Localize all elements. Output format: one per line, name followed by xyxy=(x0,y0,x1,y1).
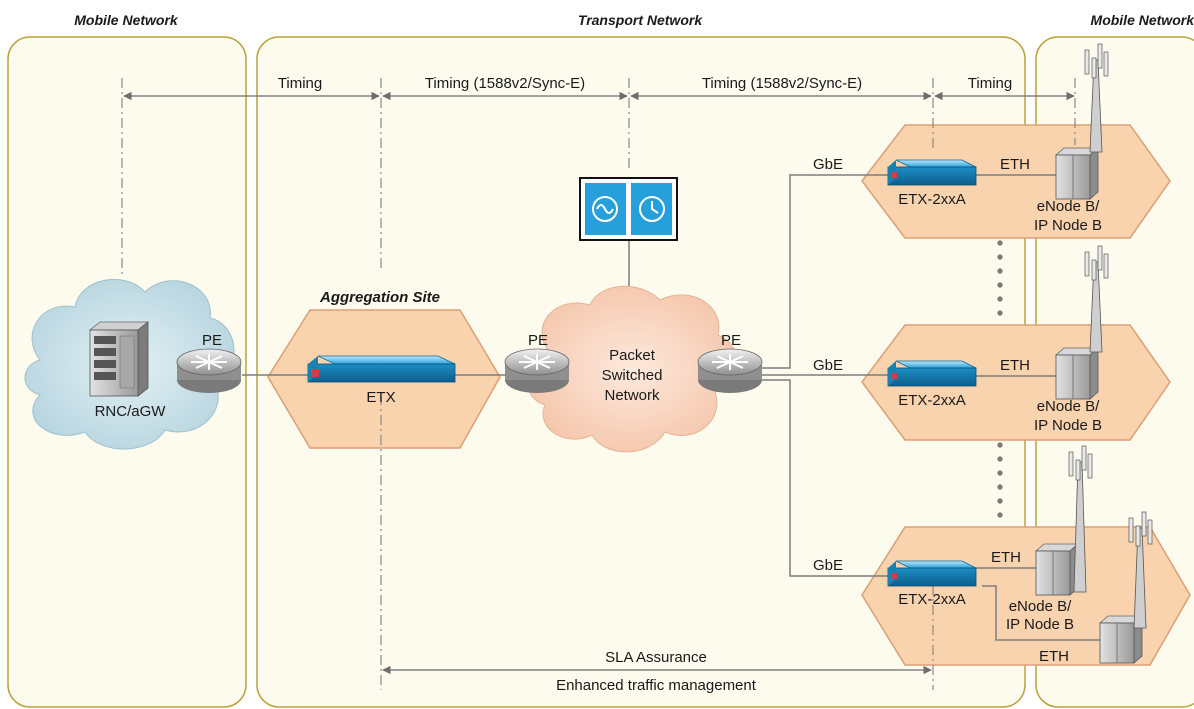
etx-label: ETX xyxy=(366,389,395,406)
etx-2xxa-label-3: ETX-2xxA xyxy=(898,591,966,608)
eth-label-3a: ETH xyxy=(991,549,1021,566)
antenna-tower-3b-icon xyxy=(1128,511,1153,629)
timing-label-1: Timing xyxy=(278,75,322,92)
timing-label-2: Timing (1588v2/Sync-E) xyxy=(425,75,585,92)
pe-right-label: PE xyxy=(721,332,741,349)
etx-2xxa-device-2-icon xyxy=(887,360,977,387)
pe-left-label: PE xyxy=(202,332,222,349)
link-eth-3b xyxy=(982,585,1100,641)
link-gbe-3 xyxy=(762,379,888,577)
antenna-tower-3a-icon xyxy=(1068,445,1093,593)
left-panel-header: Mobile Network xyxy=(74,12,179,28)
traffic-management-label: Enhanced traffic management xyxy=(556,677,757,694)
etx-device-icon xyxy=(307,355,456,383)
pe-mid-label: PE xyxy=(528,332,548,349)
timing-label-4: Timing xyxy=(968,75,1012,92)
ellipsis-dots-2 xyxy=(997,442,1003,518)
timing-source-icon xyxy=(579,177,678,241)
etx-2xxa-device-3-icon xyxy=(887,560,977,587)
eth-label-1: ETH xyxy=(1000,156,1030,173)
router-pe-left-icon xyxy=(176,348,242,393)
psn-label-line2: Switched xyxy=(602,367,663,384)
rnc-label: RNC/aGW xyxy=(95,403,167,420)
enodeb-box-2-icon xyxy=(1054,347,1100,400)
enodeb-label-1-line2: IP Node B xyxy=(1034,217,1102,234)
etx-2xxa-label-2: ETX-2xxA xyxy=(898,392,966,409)
ellipsis-dots-1 xyxy=(997,240,1003,316)
enodeb-label-3-line1: eNode B/ xyxy=(1009,598,1072,615)
enodeb-label-3-line2: IP Node B xyxy=(1006,616,1074,633)
antenna-tower-1-icon xyxy=(1084,43,1109,153)
psn-label-line1: Packet xyxy=(609,347,656,364)
enodeb-box-3a-icon xyxy=(1034,543,1080,596)
router-pe-right-icon xyxy=(697,348,763,393)
enodeb-label-2-line1: eNode B/ xyxy=(1037,398,1100,415)
transport-panel-header: Transport Network xyxy=(578,12,703,28)
sla-assurance-label: SLA Assurance xyxy=(605,649,707,666)
enodeb-label-1-line1: eNode B/ xyxy=(1037,198,1100,215)
eth-label-3b: ETH xyxy=(1039,648,1069,665)
link-gbe-1 xyxy=(762,174,888,369)
psn-cloud xyxy=(526,285,738,453)
etx-2xxa-label-1: ETX-2xxA xyxy=(898,191,966,208)
router-pe-mid-icon xyxy=(504,348,570,393)
eth-label-2: ETH xyxy=(1000,357,1030,374)
gbe-label-1: GbE xyxy=(813,156,843,173)
rnc-server-icon xyxy=(88,321,150,397)
gbe-label-2: GbE xyxy=(813,357,843,374)
enodeb-label-2-line2: IP Node B xyxy=(1034,417,1102,434)
aggregation-site-label: Aggregation Site xyxy=(319,289,440,306)
right-panel-header: Mobile Network xyxy=(1091,12,1194,28)
psn-label-line3: Network xyxy=(604,387,660,404)
enodeb-box-1-icon xyxy=(1054,147,1100,200)
gbe-label-3: GbE xyxy=(813,557,843,574)
antenna-tower-2-icon xyxy=(1084,245,1109,353)
timing-label-3: Timing (1588v2/Sync-E) xyxy=(702,75,862,92)
etx-2xxa-device-1-icon xyxy=(887,159,977,186)
